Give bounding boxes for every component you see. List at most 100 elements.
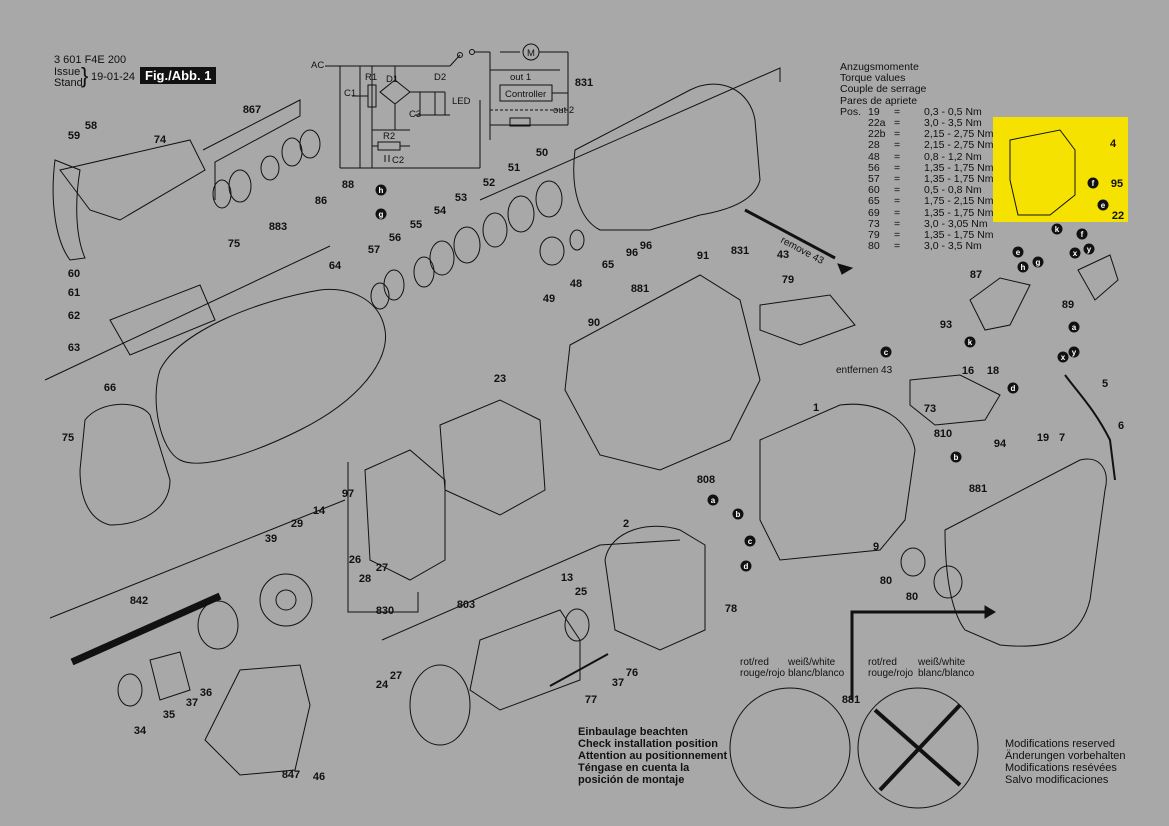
part-label: 881 [631,283,649,295]
brace-icon: } [81,63,89,88]
wire-red-label-ok: rot/red rouge/rojo [740,657,786,679]
torque-row: 65=1,75 - 2,15 Nm [840,196,993,207]
part-label: 37 [612,677,624,689]
torque-value: 2,15 - 2,75 Nm [924,128,994,141]
part-label: 97 [342,488,354,500]
marker-letter: h [379,186,384,195]
marker-letter: g [379,210,384,219]
circuit-r2: R2 [383,131,395,142]
part-label: 62 [68,310,80,322]
part-label: 1 [813,402,819,414]
connection-marker: g [1032,256,1044,268]
part-label: 37 [186,697,198,709]
marker-circle [1076,228,1088,240]
torque-eq: = [894,173,901,186]
wiring-detail-wrong [857,687,979,809]
torque-row: 73=3,0 - 3,05 Nm [840,217,993,230]
part-label: 73 [924,403,936,415]
part-label: 34 [134,725,147,737]
part-label: 13 [561,572,573,584]
connection-marker: b [950,451,962,463]
wire-red-label-wrong: rot/red rouge/rojo [868,657,914,679]
connection-marker: a [707,494,719,506]
part-label: 51 [508,162,520,174]
marker-circle [1057,351,1069,363]
install-note-fr: Attention au positionnement [578,750,728,762]
torque-row: 56=1,35 - 1,75 Nm [840,161,994,174]
marker-circle [1012,246,1024,258]
torque-pos: 22b [868,128,886,141]
torque-pos: 73 [868,217,880,230]
connection-marker: f [1076,228,1088,240]
marker-letter: e [1016,248,1021,257]
marker-circle [732,508,744,520]
stand-label: Stand [54,77,83,89]
torque-value: 3,0 - 3,5 Nm [924,117,982,130]
install-note-de: Einbaulage beachten [578,726,689,738]
part-label: 24 [376,679,389,691]
part-label: 43 [777,249,789,261]
part-label: 80 [880,575,892,587]
torque-value: 1,35 - 1,75 Nm [924,173,994,186]
part-label: 28 [359,573,371,585]
circuit-out1: out 1 [510,72,531,83]
torque-eq: = [894,161,901,174]
part-label: 36 [200,687,212,699]
detail-pointer-arrow [984,605,996,619]
part-label: 89 [1062,299,1074,311]
group-frame-armature [381,539,681,641]
circuit-labels: AC C1 R1 D1 D2 C3 LED R2 C2 out 1 out 2 … [311,48,574,166]
part-label: 52 [483,177,495,189]
part-label: 94 [994,438,1007,450]
circuit-d1: D1 [386,74,398,85]
torque-value: 1,35 - 1,75 Nm [924,161,994,174]
part-label: 96 [626,247,638,259]
part-label: 5 [1102,378,1108,390]
torque-pos-label: Pos. [840,105,862,118]
part-label: 831 [731,245,749,257]
torque-pos: 60 [868,184,880,197]
marker-letter: a [711,496,716,505]
part-label: 881 [969,483,987,495]
group-frame-830 [347,462,419,613]
marker-letter: x [1073,249,1078,258]
connection-marker: y [1068,346,1080,358]
torque-pos: 80 [868,240,880,253]
marker-letter: b [736,510,741,519]
marker-circle [1068,321,1080,333]
circuit-c1: C1 [344,88,356,99]
marker-letter: f [1092,179,1095,188]
marker-letter: e [1101,201,1106,210]
torque-pos: 19 [868,105,880,118]
part-label: 74 [154,134,167,146]
marker-letter: k [968,338,973,347]
torque-row: 80=3,0 - 3,5 Nm [840,241,993,252]
marker-circle [1087,177,1099,189]
circuit-ac: AC [311,60,324,71]
connection-marker: b [732,508,744,520]
marker-letter: d [744,562,749,571]
part-label: 810 [934,428,952,440]
circuit-out2: out 2 [553,105,574,116]
part-label: 64 [329,260,342,272]
mods-de: Änderungen vorbehalten [1005,750,1126,762]
marker-letter: d [1011,384,1016,393]
part-label: 56 [389,232,401,244]
torque-row: Pos.19=0,3 - 0,5 Nm [840,105,993,118]
torque-value: 0,5 - 0,8 Nm [924,184,982,197]
modifications-note: Modifications reserved Änderungen vorbeh… [1005,738,1125,786]
part-label: 39 [265,533,277,545]
part-label: 6 [1118,420,1124,432]
part-label: 75 [228,238,240,250]
part-label: 867 [243,104,261,116]
part-label: 76 [626,667,638,679]
connection-marker: h [1017,261,1029,273]
part-label: 79 [782,274,794,286]
torque-row: 28=2,15 - 2,75 Nm [840,140,993,151]
part-number: 3 601 F4E 200 [54,54,127,66]
marker-letter: x [1061,353,1066,362]
torque-pos: 57 [868,173,880,186]
torque-eq: = [894,240,901,253]
